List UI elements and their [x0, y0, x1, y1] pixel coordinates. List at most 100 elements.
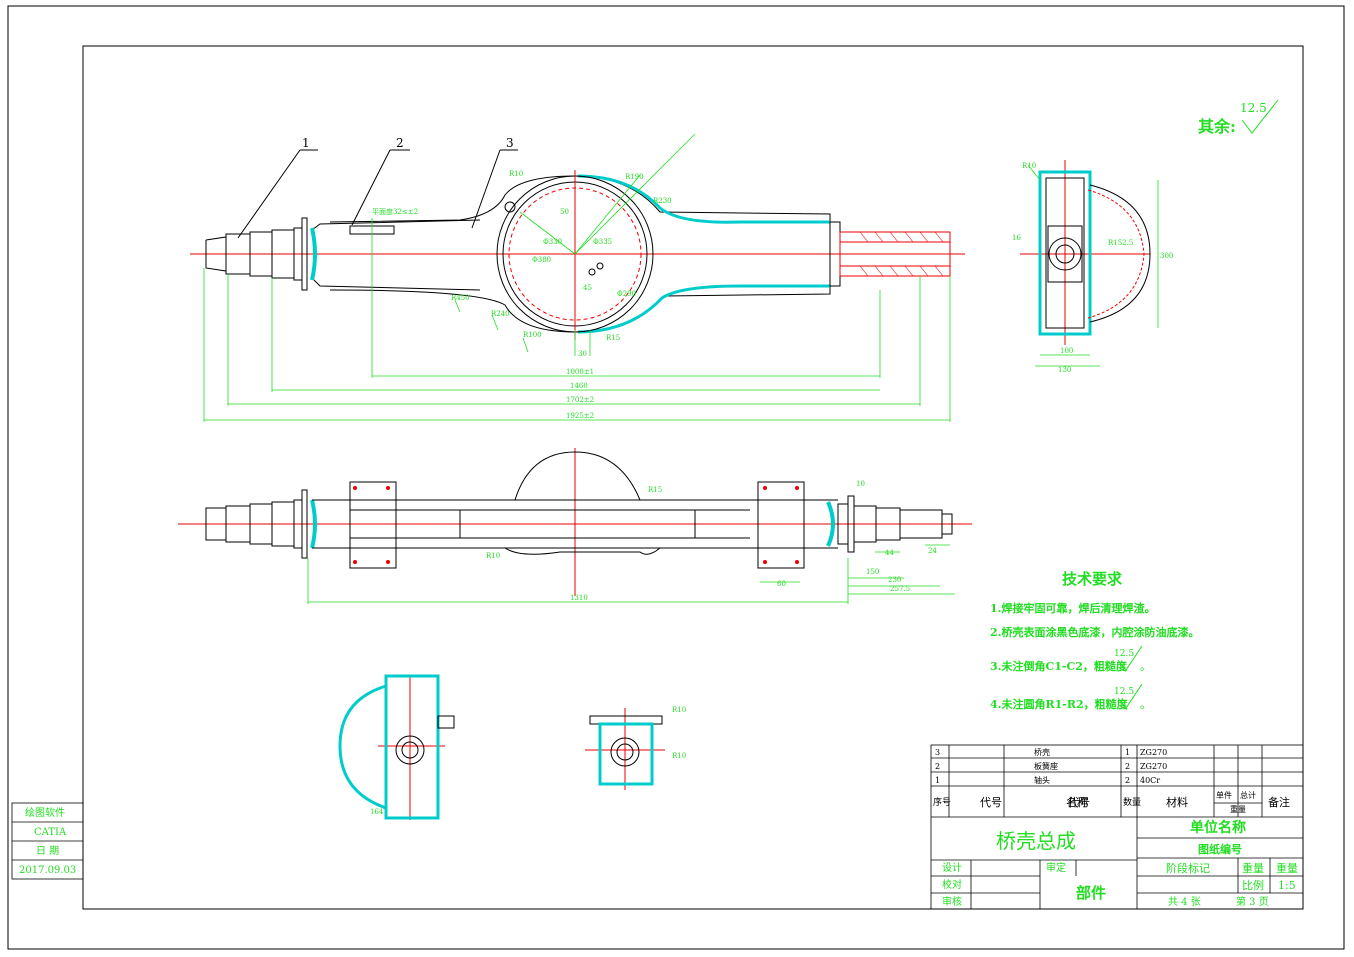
svg-text:1: 1 [935, 776, 940, 785]
svg-text:1702±2: 1702±2 [566, 396, 594, 404]
svg-text:ZG270: ZG270 [1140, 762, 1167, 771]
svg-text:R10: R10 [672, 752, 686, 760]
svg-text:1925±2: 1925±2 [566, 412, 594, 420]
svg-text:Φ330: Φ330 [543, 238, 562, 246]
roughness-symbol: 其余: 12.5 [1198, 99, 1279, 136]
svg-text:其余:: 其余: [1198, 117, 1236, 136]
svg-text:12.5: 12.5 [1114, 687, 1134, 697]
svg-text:44: 44 [885, 549, 894, 557]
svg-text:12.5: 12.5 [1240, 101, 1267, 115]
svg-text:257.5: 257.5 [890, 585, 910, 593]
svg-text:Φ380: Φ380 [532, 256, 551, 264]
section-right-labels: R10 R10 [672, 706, 686, 760]
callout-2: 2 [396, 136, 404, 150]
svg-text:1000±1: 1000±1 [566, 368, 594, 376]
svg-text:总计: 总计 [1240, 790, 1256, 800]
svg-text:审核: 审核 [942, 895, 962, 908]
svg-text:60: 60 [777, 580, 786, 588]
svg-text:12.5: 12.5 [1114, 649, 1134, 659]
svg-text:部件: 部件 [1076, 884, 1106, 902]
svg-text:代号: 代号 [980, 796, 1002, 809]
svg-text:300: 300 [1160, 252, 1173, 260]
svg-text:设计: 设计 [942, 861, 962, 874]
svg-text:ZG270: ZG270 [1140, 748, 1167, 757]
svg-text:R240: R240 [491, 310, 510, 318]
svg-text:1310: 1310 [570, 594, 588, 602]
top-view-holes [353, 486, 799, 564]
svg-text:150: 150 [866, 568, 879, 576]
callout-1: 1 [302, 136, 310, 150]
section-view-left [338, 674, 455, 820]
svg-text:R10: R10 [672, 706, 686, 714]
svg-text:R450: R450 [451, 294, 470, 302]
svg-text:1:5: 1:5 [1278, 879, 1296, 892]
svg-text:名称: 名称 [1066, 795, 1088, 809]
top-dims [307, 544, 955, 604]
svg-text:2017.09.03: 2017.09.03 [19, 865, 76, 876]
bom-rows: 3 桥壳 1 ZG270 2 板簧座 2 ZG270 1 轴头 2 40Cr 序… [933, 747, 1256, 814]
svg-text:3: 3 [935, 748, 940, 757]
svg-text:板簧座: 板簧座 [1034, 761, 1058, 771]
svg-text:材料: 材料 [1166, 795, 1188, 809]
svg-text:40Cr: 40Cr [1140, 776, 1160, 785]
top-view [178, 448, 972, 596]
svg-text:重量: 重量 [1242, 861, 1264, 875]
svg-text:平面度32≤±2: 平面度32≤±2 [372, 207, 418, 216]
svg-text:16: 16 [1012, 234, 1021, 242]
svg-text:1: 1 [1125, 748, 1130, 757]
svg-text:R10: R10 [1022, 162, 1036, 170]
svg-text:R100: R100 [523, 331, 542, 339]
svg-text:3.未注倒角C1-C2，粗糙度: 3.未注倒角C1-C2，粗糙度 [990, 659, 1128, 673]
svg-text:CATIA: CATIA [34, 827, 67, 838]
svg-text:164: 164 [370, 808, 384, 816]
svg-text:绘图软件: 绘图软件 [25, 806, 65, 819]
bom-header-cells: 代号 名称 材料 备注 [980, 795, 1290, 809]
svg-text:重量: 重量 [1230, 804, 1246, 814]
svg-text:轴头: 轴头 [1034, 775, 1050, 785]
front-view [190, 149, 965, 340]
side-view [1020, 160, 1151, 345]
svg-text:技术要求: 技术要求 [1062, 570, 1123, 588]
inner-border [82, 45, 1304, 910]
svg-text:阶段标记: 阶段标记 [1166, 861, 1210, 875]
svg-text:共 4 张: 共 4 张 [1168, 896, 1201, 908]
svg-text:24: 24 [928, 547, 937, 555]
svg-text:100: 100 [1060, 347, 1073, 355]
svg-text:Φ290: Φ290 [617, 290, 636, 298]
svg-text:1460: 1460 [570, 382, 588, 390]
side-dims [1027, 164, 1159, 367]
svg-text:图纸编号: 图纸编号 [1198, 842, 1242, 856]
svg-text:。: 。 [1140, 660, 1151, 673]
svg-text:单位名称: 单位名称 [1190, 819, 1246, 836]
svg-text:4.未注圆角R1-R2，粗糙度: 4.未注圆角R1-R2，粗糙度 [990, 697, 1129, 711]
svg-text:R10: R10 [486, 552, 500, 560]
svg-text:2: 2 [1125, 762, 1130, 771]
svg-text:10: 10 [856, 480, 865, 488]
svg-text:序号: 序号 [933, 796, 951, 808]
svg-text:备注: 备注 [1268, 795, 1290, 809]
svg-text:数量: 数量 [1123, 796, 1141, 808]
svg-text:。: 。 [1140, 698, 1151, 711]
title-block-text: 桥壳总成 单位名称 图纸编号 设计 校对 审核 审定 阶段标记 重量 重量 比例… [942, 819, 1298, 908]
svg-text:Φ335: Φ335 [593, 238, 612, 246]
svg-text:R15: R15 [606, 334, 620, 342]
svg-text:50: 50 [560, 208, 569, 216]
svg-text:1.焊接牢固可靠，焊后清理焊渣。: 1.焊接牢固可靠，焊后清理焊渣。 [990, 601, 1155, 615]
svg-text:审定: 审定 [1046, 861, 1066, 874]
svg-text:230: 230 [888, 576, 901, 584]
svg-text:2: 2 [935, 762, 940, 771]
section-left-labels: 164 [370, 808, 384, 816]
svg-text:第 3 页: 第 3 页 [1236, 895, 1269, 908]
svg-text:R152.5: R152.5 [1108, 239, 1133, 247]
svg-text:R10: R10 [509, 170, 523, 178]
svg-text:2: 2 [1125, 776, 1130, 785]
front-dims [203, 133, 951, 422]
svg-text:R190: R190 [625, 173, 644, 181]
svg-text:日 期: 日 期 [36, 845, 59, 857]
svg-text:桥壳: 桥壳 [1034, 747, 1050, 757]
drawing-title: 桥壳总成 [996, 829, 1076, 853]
title-block [930, 744, 1304, 910]
callout-3: 3 [506, 136, 514, 150]
outer-border [7, 5, 1345, 950]
